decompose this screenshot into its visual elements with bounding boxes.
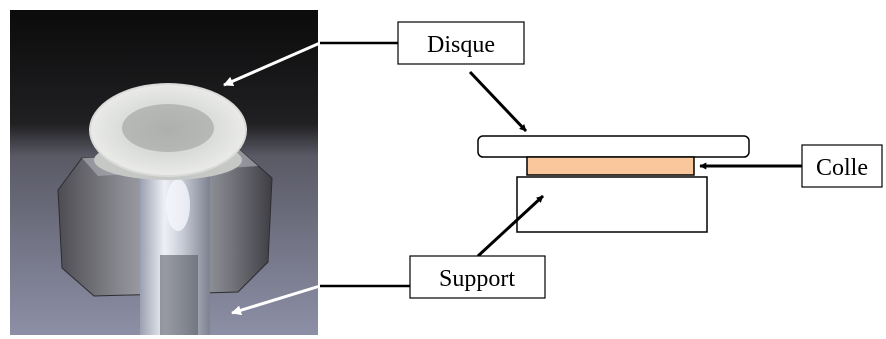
label-support-text: Support bbox=[439, 266, 515, 292]
label-colle-box bbox=[801, 144, 883, 188]
label-colle: Colle bbox=[801, 144, 883, 188]
sample-photo bbox=[10, 10, 321, 335]
schematic bbox=[477, 135, 750, 233]
label-colle-text: Colle bbox=[816, 155, 868, 181]
rod-shadow bbox=[160, 255, 198, 335]
label-disque-box bbox=[397, 21, 525, 65]
arrow-support bbox=[476, 194, 545, 258]
label-support-box bbox=[409, 255, 546, 299]
arrow-disque bbox=[468, 70, 528, 133]
rod-highlight bbox=[166, 179, 190, 231]
schematic-glue bbox=[526, 156, 695, 176]
label-disque-text: Disque bbox=[427, 32, 495, 58]
label-support: Support bbox=[409, 255, 546, 299]
schematic-support bbox=[516, 176, 708, 233]
photo-arrow-support bbox=[231, 284, 321, 316]
disk-center bbox=[122, 104, 214, 152]
schematic-disk bbox=[477, 135, 750, 158]
photo-arrow-disque bbox=[223, 41, 321, 87]
label-disque: Disque bbox=[397, 21, 525, 65]
